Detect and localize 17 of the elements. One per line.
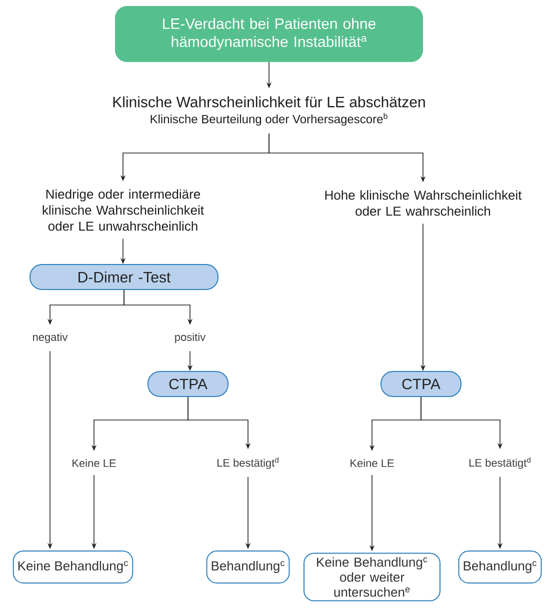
result-label: LE bestätigt$^{d}$ xyxy=(469,457,530,469)
result-label: positiv xyxy=(175,332,206,344)
branch-text: Hohe klinische Wahrscheinlichkeit oder LE wahrscheinlich xyxy=(325,190,522,216)
test-pill: D-Dimer -Test xyxy=(30,264,218,290)
outcome-box: Keine Behandlung$^{c}$ oder weiter untersuchen$^{e}$ xyxy=(304,552,440,602)
result-label: Keine LE xyxy=(72,458,116,468)
test-pill: CTPA xyxy=(380,371,462,397)
start-box: LE-Verdacht bei Patienten ohne hämodynamische Instabilität$^{a}$ xyxy=(115,6,423,62)
result-label: LE bestätigt$^{d}$ xyxy=(217,457,278,469)
result-label: negativ xyxy=(33,332,68,344)
branch-text: Niedrige oder intermediäre klinische Wahrscheinlichkeit oder LE unwahrscheinlich xyxy=(42,189,204,231)
result-label: Keine LE xyxy=(350,458,394,468)
test-pill: CTPA xyxy=(148,371,228,397)
outcome-box: Behandlung$^{c}$ xyxy=(458,550,542,584)
outcome-box: Behandlung$^{c}$ xyxy=(206,550,290,584)
outcome-box: Keine Behandlung$^{c}$ xyxy=(12,550,134,584)
step-text: Klinische Wahrscheinlichkeit für LE abschätzen Klinische Beurteilung oder Vorhersagescore$^{b}$ xyxy=(113,96,425,126)
